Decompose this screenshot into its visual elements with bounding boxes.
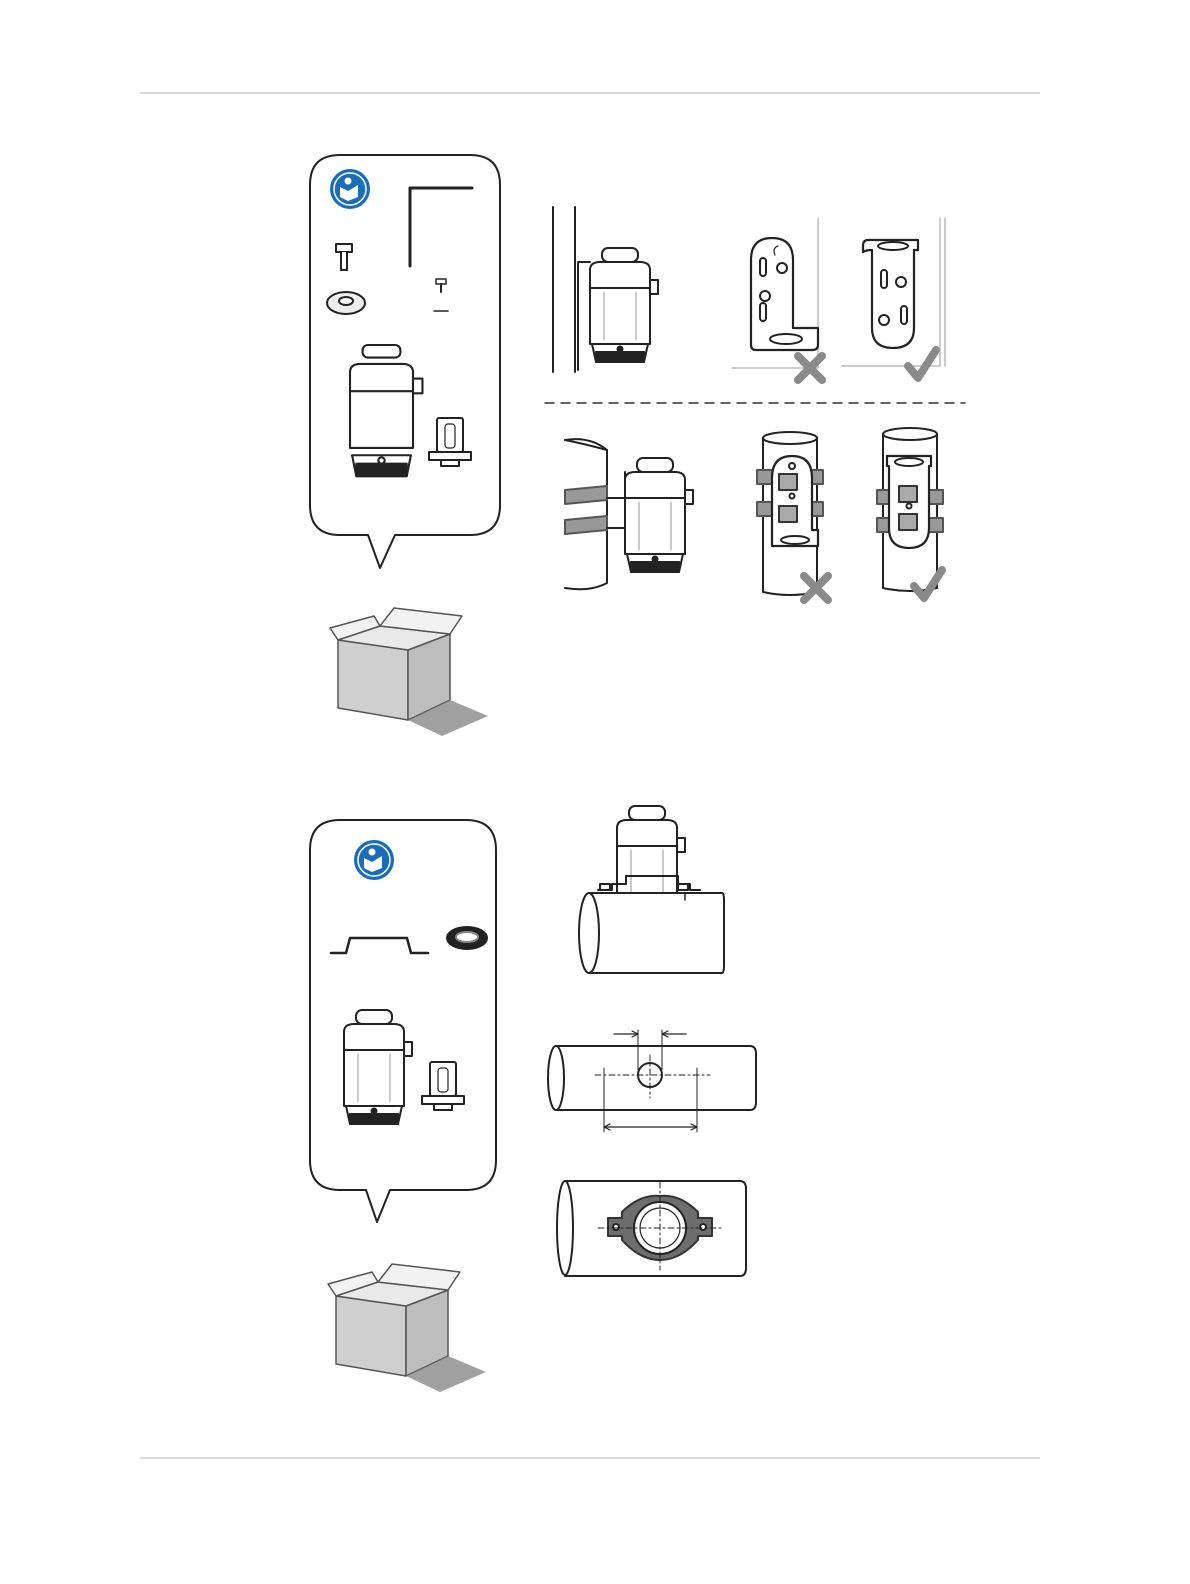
box-icon <box>330 608 488 736</box>
wall-bracket-correct <box>842 218 945 378</box>
manual-icon <box>355 841 393 879</box>
washer-icon <box>327 292 365 314</box>
pole-bracket-wrong <box>757 432 828 600</box>
box-icon <box>328 1264 486 1392</box>
pipe-mount-view <box>579 806 724 973</box>
pipe-drilling-view <box>548 1030 756 1132</box>
kit-contents-bubble-bottom <box>310 820 496 1222</box>
gasket-icon <box>447 927 487 949</box>
pipe-saddle-view <box>557 1181 746 1276</box>
sensor-icon <box>344 1010 412 1124</box>
wall-mount-reference <box>553 207 658 372</box>
pole-bracket-correct <box>877 428 943 598</box>
wall-bracket-wrong <box>732 218 822 380</box>
pole-mount-reference <box>565 439 693 589</box>
manual-icon <box>331 170 369 208</box>
kit-contents-bubble-top <box>310 155 500 568</box>
